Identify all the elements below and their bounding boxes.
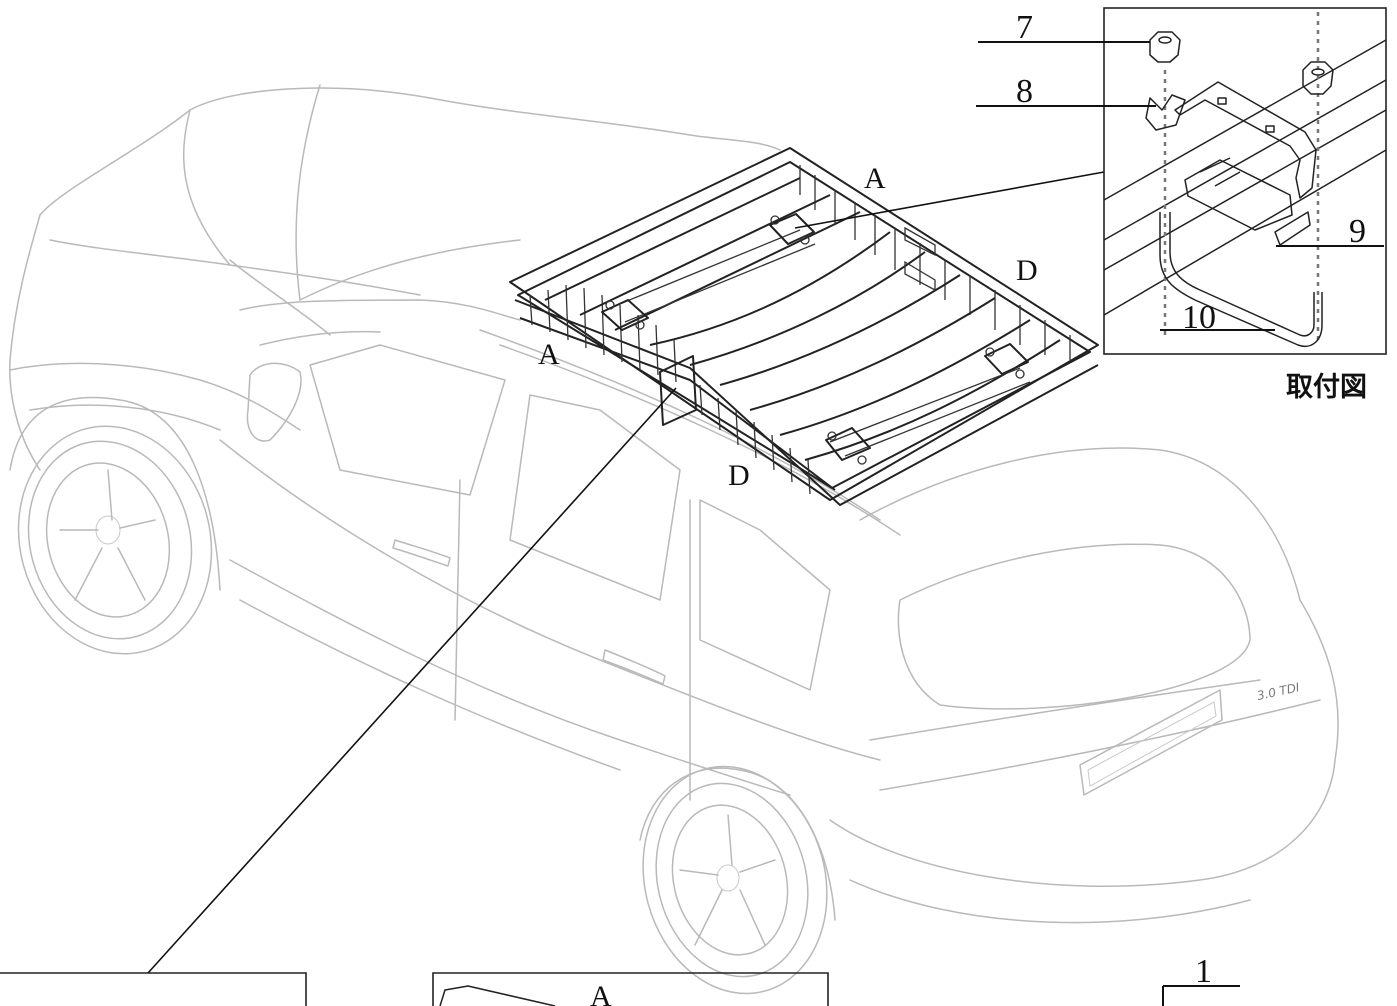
- knob-right: [1302, 61, 1334, 95]
- mount-clamp-front-left: [601, 299, 649, 331]
- label-a-left: A: [538, 338, 560, 371]
- leader-to-inset: [794, 171, 1105, 229]
- callout-7: 7: [1016, 9, 1033, 46]
- label-a-top: A: [864, 162, 886, 195]
- mounting-inset: 9 10: [1103, 7, 1387, 355]
- vehicle-badge: 3.0 TDI: [1256, 680, 1301, 703]
- callout-1-group: 1: [1162, 953, 1240, 1006]
- mount-clamp-back-right: [984, 343, 1029, 379]
- roof-basket: [509, 147, 1099, 506]
- detail-box-left: [0, 972, 307, 1006]
- inset-caption: 取付図: [1286, 372, 1367, 403]
- callout-9: 9: [1349, 213, 1366, 250]
- label-d-right: D: [1016, 254, 1038, 287]
- knob-left: [1149, 31, 1181, 63]
- label-d-bottom: D: [728, 459, 750, 492]
- callout-1: 1: [1195, 953, 1212, 990]
- mount-clamp-front-right: [825, 427, 871, 465]
- mount-clamp-back-left: [769, 213, 815, 245]
- label-a-bottom: A: [590, 980, 612, 1006]
- detail-box-a: A: [432, 972, 829, 1006]
- callout-10: 10: [1182, 299, 1216, 336]
- leader-to-detail-box: [147, 387, 677, 974]
- callout-8: 8: [1016, 73, 1033, 110]
